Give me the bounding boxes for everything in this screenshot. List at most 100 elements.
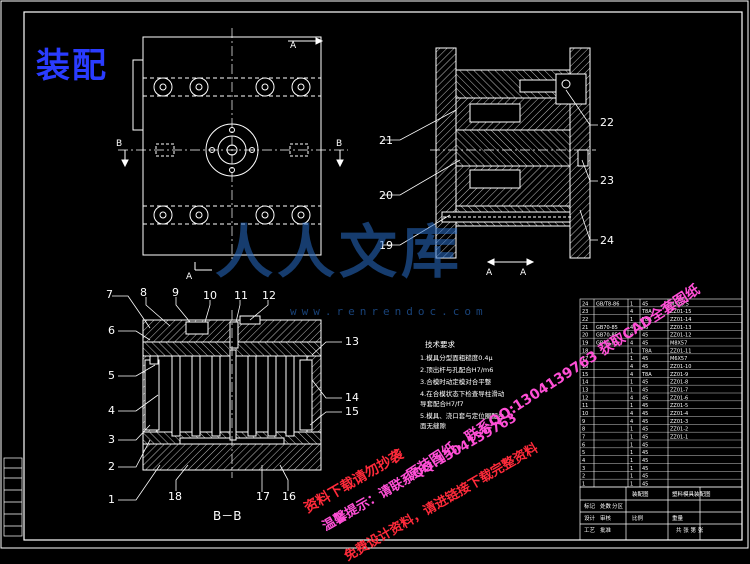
title-block — [579, 486, 743, 541]
bom-cell: 3 — [582, 466, 585, 472]
callout-3: 3 — [108, 433, 115, 446]
bom-cell: 8 — [582, 427, 585, 433]
bom-cell: 45 — [642, 435, 648, 441]
callout-numbers: 1 2 3 4 5 6 7 8 9 10 11 12 13 14 15 16 1… — [106, 116, 614, 506]
bom-cell: 1 — [582, 482, 585, 488]
callout-15: 15 — [345, 405, 359, 418]
bom-cell: ZZ01-15 — [670, 309, 691, 315]
bom-cell: 45 — [642, 395, 648, 401]
bom-cell: 45 — [642, 419, 648, 425]
tb-cell-8: 重量 — [672, 514, 684, 522]
title-block-text: 塑料模具装配图 装配图 标记 处数 分区 设计 审核 工艺 批准 比例 重量 共… — [584, 490, 711, 534]
top-view-section-labels: A B B A — [116, 41, 342, 282]
bom-cell: 7 — [582, 435, 585, 441]
tb-cell-7: 比例 — [632, 514, 644, 522]
bom-cell: ZZ01-7 — [670, 388, 688, 394]
bom-cell: M8X57 — [670, 341, 687, 347]
bom-cell: 45 — [642, 458, 648, 464]
bom-cell: ZZ01-13 — [670, 325, 691, 331]
callout-16: 16 — [282, 490, 296, 503]
watermark-site: www.renrendoc.com — [290, 305, 488, 318]
tech-requirements-heading: 技术要求 — [425, 339, 455, 349]
bom-cell: 1 — [630, 427, 633, 433]
side-view-label-a: A — [486, 268, 493, 278]
tech-line-5: 导套配合H7/f7 — [420, 399, 464, 408]
callout-13: 13 — [345, 335, 359, 348]
bom-cell: 1 — [630, 466, 633, 472]
bom-cell: 12 — [582, 395, 588, 401]
tb-cell-4: 审核 — [600, 514, 612, 522]
bom-cell: ZZ01-14 — [670, 317, 691, 323]
section-bb-title: B－B — [213, 509, 241, 523]
bom-cell: 45 — [642, 411, 648, 417]
bom-cell: 14 — [582, 380, 588, 386]
bom-cell: 16 — [582, 364, 588, 370]
tech-line-4: 4.在合模状态下检查导柱滑动 — [420, 389, 505, 398]
callout-18: 18 — [168, 490, 182, 503]
callout-6: 6 — [108, 324, 115, 337]
callout-10: 10 — [203, 289, 217, 302]
bom-cell: T8A — [641, 348, 652, 354]
bom-cell: 4 — [630, 395, 633, 401]
bom-cell: 1 — [630, 450, 633, 456]
bom-cell: 1 — [630, 301, 633, 307]
bom-cell: 45 — [642, 466, 648, 472]
bom-cell: 45 — [642, 325, 648, 331]
bom-cell: ZZ01-3 — [670, 419, 688, 425]
bom-cell: ZZ01-11 — [670, 348, 691, 354]
tb-cell-3: 设计 — [584, 514, 596, 522]
bom-cell: 45 — [642, 450, 648, 456]
bom-cell: M6X57 — [670, 356, 687, 362]
callout-7: 7 — [106, 288, 113, 301]
bom-cell: 45 — [642, 474, 648, 480]
drawing-sheet: A B B A A A — [0, 0, 749, 549]
callout-1: 1 — [108, 493, 115, 506]
tb-cell-2: 分区 — [612, 502, 624, 510]
tb-cell-6: 批准 — [600, 526, 612, 534]
bom-cell: 1 — [630, 458, 633, 464]
callout-14: 14 — [345, 391, 359, 404]
bom-cell: 1 — [630, 435, 633, 441]
bom-cell: 45 — [642, 341, 648, 347]
bom-cell: ZZ01-5 — [670, 403, 688, 409]
callout-8: 8 — [140, 286, 147, 299]
bom-cell: T8A — [641, 309, 652, 315]
tech-line-3: 3.合模时动定模对合平整 — [420, 377, 492, 386]
bom-cell: 13 — [582, 388, 588, 394]
section-label-a-top: A — [290, 41, 297, 51]
bom-cell: 1 — [630, 348, 633, 354]
bom-cell: 18 — [582, 348, 588, 354]
bom-cell: 5 — [582, 450, 585, 456]
bom-cell: 1 — [630, 403, 633, 409]
tb-cell-9: 共 张 第 张 — [676, 526, 704, 534]
bom-cell: 11 — [582, 403, 588, 409]
bom-cell: ZZ01-10 — [670, 364, 691, 370]
bom-cell: ZZ01-12 — [670, 333, 691, 339]
tech-requirements: 技术要求 1.模具分型面粗糙度0.4μ 2.顶出杆与孔配合H7/m6 3.合模时… — [420, 339, 505, 430]
callout-4: 4 — [108, 404, 115, 417]
bom-cell: 4 — [630, 341, 633, 347]
bom-cell: 45 — [642, 482, 648, 488]
bom-cell: GB70-85 — [596, 341, 618, 347]
bom-cell: 22 — [582, 317, 588, 323]
bom-cell: 1 — [630, 356, 633, 362]
callout-24: 24 — [600, 234, 614, 247]
bom-cell: 24 — [582, 301, 588, 307]
bom-cell: ZZ01-4 — [670, 411, 688, 417]
leader-lines — [112, 89, 598, 501]
bom-cell: ZZ01-9 — [670, 372, 688, 378]
section-label-b-left: B — [116, 139, 122, 149]
bom-cell: 45 — [642, 364, 648, 370]
bom-cell: 2 — [582, 474, 585, 480]
bom-cell: 45 — [642, 356, 648, 362]
tb-cell-1: 处数 — [600, 502, 612, 510]
bom-cell: 45 — [642, 427, 648, 433]
bom-cell: ZZ01-8 — [670, 380, 688, 386]
watermark-brand: 人人文库 — [215, 218, 464, 286]
bom-cell: 6 — [582, 442, 585, 448]
bom-cell: 1 — [630, 380, 633, 386]
bom-cell: GB70-85 — [596, 333, 618, 339]
bom-cell: T8A — [641, 372, 652, 378]
bom-cell: 45 — [642, 333, 648, 339]
inner-border — [23, 11, 743, 541]
